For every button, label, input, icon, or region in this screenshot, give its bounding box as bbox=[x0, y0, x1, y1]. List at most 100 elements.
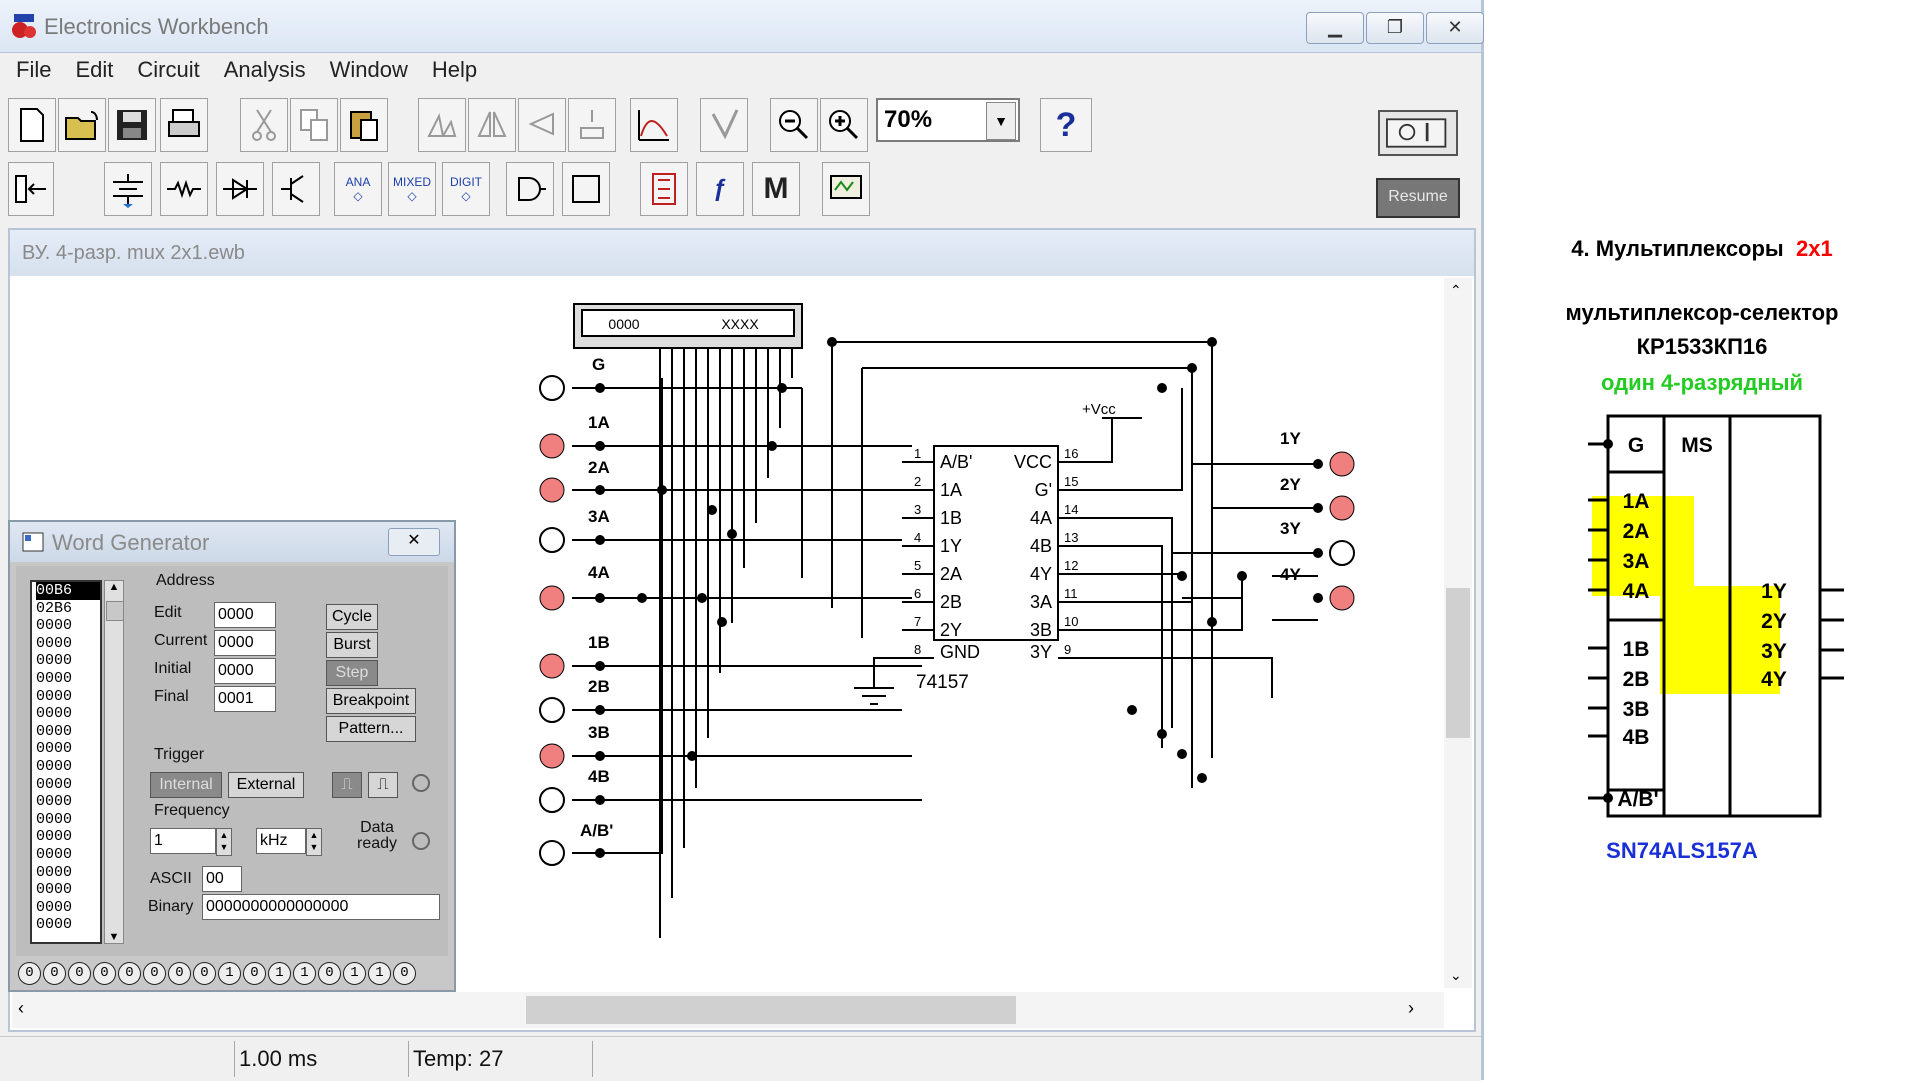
word-row[interactable]: 0000 bbox=[36, 845, 73, 863]
indicators-bin-button[interactable] bbox=[640, 162, 688, 216]
resume-button[interactable]: Resume bbox=[1376, 178, 1460, 218]
step-button[interactable]: Step bbox=[326, 660, 378, 686]
bit-terminal[interactable]: 1 bbox=[343, 962, 366, 985]
menu-edit[interactable]: Edit bbox=[75, 57, 114, 82]
frequency-unit-spinner[interactable]: ▲▼ bbox=[306, 828, 322, 856]
terminal-2y[interactable] bbox=[1329, 495, 1355, 521]
close-button[interactable]: ✕ bbox=[1426, 12, 1484, 44]
word-row[interactable]: 0000 bbox=[36, 916, 73, 934]
frequency-unit-field[interactable]: kHz bbox=[256, 828, 306, 854]
word-row[interactable]: 0000 bbox=[36, 757, 73, 775]
scroll-down-icon[interactable]: ▼ bbox=[108, 931, 120, 943]
zoom-out-button[interactable] bbox=[770, 98, 818, 152]
bit-terminal[interactable]: 1 bbox=[293, 962, 316, 985]
pause-switch[interactable] bbox=[1378, 110, 1458, 156]
paste-button[interactable] bbox=[340, 98, 388, 152]
burst-button[interactable]: Burst bbox=[326, 632, 378, 658]
new-file-button[interactable] bbox=[8, 98, 56, 152]
word-generator-close-button[interactable]: ✕ bbox=[388, 528, 440, 556]
component-properties-button[interactable] bbox=[568, 98, 616, 152]
mixed-ics-bin-button[interactable]: MIXED◇ bbox=[388, 162, 436, 216]
controls-bin-button[interactable]: ƒ bbox=[696, 162, 744, 216]
rotate-button[interactable] bbox=[418, 98, 466, 152]
horizontal-scroll-thumb[interactable] bbox=[526, 996, 1016, 1024]
instruments-bin-button[interactable] bbox=[822, 162, 870, 216]
bit-terminal[interactable]: 0 bbox=[168, 962, 191, 985]
word-list-scroll-thumb[interactable] bbox=[106, 601, 124, 621]
terminal-3b[interactable] bbox=[539, 743, 565, 769]
word-list[interactable]: 00B6 02B6 0000 0000 0000 0000 0000 0000 … bbox=[30, 580, 102, 944]
terminal-3a[interactable] bbox=[539, 527, 565, 553]
word-row[interactable]: 0000 bbox=[36, 863, 73, 881]
binary-field[interactable]: 0000000000000000 bbox=[202, 894, 440, 920]
word-row[interactable]: 0000 bbox=[36, 669, 73, 687]
logic-gates-bin-button[interactable] bbox=[506, 162, 554, 216]
zoom-select[interactable]: 70%▼ bbox=[876, 98, 1020, 142]
horizontal-scrollbar[interactable]: ‹ › bbox=[12, 992, 1444, 1028]
word-row[interactable]: 0000 bbox=[36, 775, 73, 793]
bit-terminal[interactable]: 0 bbox=[18, 962, 41, 985]
print-button[interactable] bbox=[160, 98, 208, 152]
bit-terminal[interactable]: 1 bbox=[368, 962, 391, 985]
bit-terminal[interactable]: 0 bbox=[318, 962, 341, 985]
menu-help[interactable]: Help bbox=[431, 57, 478, 82]
terminal-ab[interactable] bbox=[539, 840, 565, 866]
frequency-spinner[interactable]: ▲▼ bbox=[216, 828, 232, 856]
cut-button[interactable] bbox=[240, 98, 288, 152]
analysis-graphs-button[interactable] bbox=[630, 98, 678, 152]
breakpoint-button[interactable]: Breakpoint bbox=[326, 688, 416, 714]
maximize-button[interactable]: ❐ bbox=[1366, 12, 1424, 44]
ascii-field[interactable]: 00 bbox=[202, 866, 242, 892]
edit-address-field[interactable]: 0000 bbox=[214, 602, 276, 628]
bit-terminal[interactable]: 0 bbox=[243, 962, 266, 985]
current-address-field[interactable]: 0000 bbox=[214, 630, 276, 656]
bit-terminal[interactable]: 0 bbox=[118, 962, 141, 985]
digital-ics-bin-button[interactable]: DIGIT◇ bbox=[442, 162, 490, 216]
word-row[interactable]: 0000 bbox=[36, 828, 73, 846]
pattern-button[interactable]: Pattern... bbox=[326, 716, 416, 742]
frequency-value-field[interactable]: 1 bbox=[150, 828, 216, 854]
word-row[interactable]: 0000 bbox=[36, 810, 73, 828]
help-button[interactable]: ? bbox=[1040, 98, 1092, 152]
rising-edge-button[interactable]: ⎍ bbox=[332, 772, 362, 798]
internal-trigger-button[interactable]: Internal bbox=[150, 772, 222, 798]
word-row-selected[interactable]: 00B6 bbox=[36, 582, 100, 600]
terminal-3y[interactable] bbox=[1329, 540, 1355, 566]
terminal-1b[interactable] bbox=[539, 653, 565, 679]
terminal-g[interactable] bbox=[539, 375, 565, 401]
data-ready-terminal[interactable] bbox=[412, 832, 430, 850]
diodes-bin-button[interactable] bbox=[216, 162, 264, 216]
flip-vertical-button[interactable] bbox=[518, 98, 566, 152]
bit-terminal[interactable]: 0 bbox=[43, 962, 66, 985]
zoom-in-button[interactable] bbox=[820, 98, 868, 152]
bit-terminal[interactable]: 0 bbox=[93, 962, 116, 985]
favorites-bin-button[interactable] bbox=[8, 162, 54, 216]
bit-terminal[interactable]: 1 bbox=[268, 962, 291, 985]
bit-terminal[interactable]: 0 bbox=[143, 962, 166, 985]
terminal-2a[interactable] bbox=[539, 477, 565, 503]
sources-bin-button[interactable] bbox=[104, 162, 152, 216]
copy-button[interactable] bbox=[290, 98, 338, 152]
scroll-up-icon[interactable]: ⌃ bbox=[1450, 282, 1462, 298]
scroll-right-icon[interactable]: › bbox=[1408, 998, 1414, 1018]
terminal-1y[interactable] bbox=[1329, 451, 1355, 477]
flip-horizontal-button[interactable] bbox=[468, 98, 516, 152]
initial-address-field[interactable]: 0000 bbox=[214, 658, 276, 684]
menu-file[interactable]: File bbox=[16, 57, 52, 82]
word-row[interactable]: 0000 bbox=[36, 617, 73, 635]
word-row[interactable]: 02B6 bbox=[36, 599, 73, 617]
bit-terminal[interactable]: 0 bbox=[68, 962, 91, 985]
vertical-scrollbar[interactable]: ⌃ ⌄ bbox=[1444, 278, 1472, 988]
terminal-1a[interactable] bbox=[539, 433, 565, 459]
word-row[interactable]: 0000 bbox=[36, 652, 73, 670]
menu-window[interactable]: Window bbox=[329, 57, 408, 82]
terminal-4y[interactable] bbox=[1329, 585, 1355, 611]
terminal-4b[interactable] bbox=[539, 787, 565, 813]
chevron-down-icon[interactable]: ▼ bbox=[986, 102, 1016, 140]
menu-circuit[interactable]: Circuit bbox=[137, 57, 200, 82]
bit-terminal[interactable]: 0 bbox=[193, 962, 216, 985]
word-row[interactable]: 0000 bbox=[36, 705, 73, 723]
bit-terminal[interactable]: 1 bbox=[218, 962, 241, 985]
terminal-2b[interactable] bbox=[539, 697, 565, 723]
word-row[interactable]: 0000 bbox=[36, 634, 73, 652]
